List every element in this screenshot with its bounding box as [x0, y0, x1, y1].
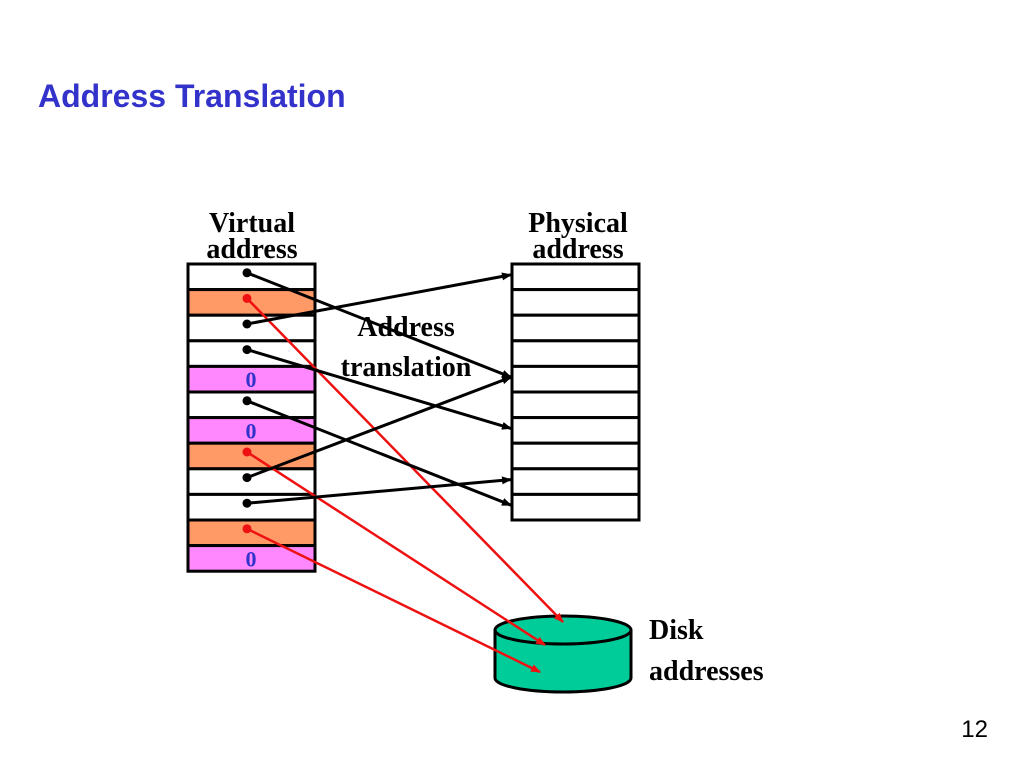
physical-frame-2	[510, 313, 641, 343]
mapping-arrow	[246, 399, 512, 507]
disk-addresses-label-line1: Disk	[649, 615, 704, 646]
virtual-entry-11	[186, 544, 317, 573]
disk-arrow	[246, 450, 546, 647]
physical-address-table	[510, 262, 641, 522]
virtual-entry-0	[186, 262, 317, 292]
disk-icon	[493, 614, 633, 694]
entry-dot	[242, 498, 252, 508]
entry-dot-disk	[242, 293, 252, 303]
virtual-entry-10	[186, 518, 317, 548]
mapping-arrow	[246, 271, 512, 379]
physical-frame-8	[510, 467, 641, 496]
zero-fill-label: 0	[246, 418, 257, 443]
virtual-address-heading-line1: Virtual	[209, 208, 295, 239]
mapping-arrow	[246, 348, 512, 430]
disk-arrow	[246, 297, 564, 623]
virtual-entry-5	[186, 390, 317, 420]
disk-arrow	[246, 527, 541, 674]
physical-frame-9	[510, 492, 641, 522]
virtual-address-heading-line2: address	[206, 234, 297, 265]
entry-dot	[242, 319, 252, 329]
disk-addresses-label-line2: addresses	[649, 656, 764, 687]
entry-dot	[242, 268, 252, 278]
physical-frame-4	[510, 364, 641, 394]
virtual-address-table: 0 0 0	[186, 262, 317, 573]
zero-fill-label: 0	[246, 546, 257, 571]
virtual-entry-3	[186, 339, 317, 368]
zero-fill-label: 0	[246, 367, 257, 392]
entry-dot	[242, 473, 252, 483]
slide-number: 12	[961, 716, 988, 743]
physical-frame-0	[510, 262, 641, 292]
physical-frame-5	[510, 390, 641, 420]
address-translation-label-line2: translation	[341, 352, 472, 383]
entry-dot-disk	[242, 447, 252, 457]
physical-frame-1	[510, 288, 641, 317]
translation-arrows	[242, 268, 564, 674]
mapping-arrow	[246, 476, 512, 505]
slide-title: Address Translation	[38, 78, 346, 114]
virtual-entry-8	[186, 467, 317, 496]
physical-address-heading-line1: Physical	[528, 208, 628, 239]
address-translation-label-line1: Address	[357, 312, 455, 343]
physical-address-heading-line2: address	[532, 234, 623, 265]
physical-frame-3	[510, 339, 641, 368]
entry-dot	[242, 396, 252, 406]
physical-frame-7	[510, 441, 641, 471]
virtual-entry-2	[186, 313, 317, 343]
mapping-arrow	[246, 272, 512, 326]
entry-dot	[242, 345, 252, 355]
mapping-arrow	[246, 375, 512, 480]
physical-frame-6	[510, 416, 641, 445]
entry-dot-disk	[242, 524, 252, 534]
